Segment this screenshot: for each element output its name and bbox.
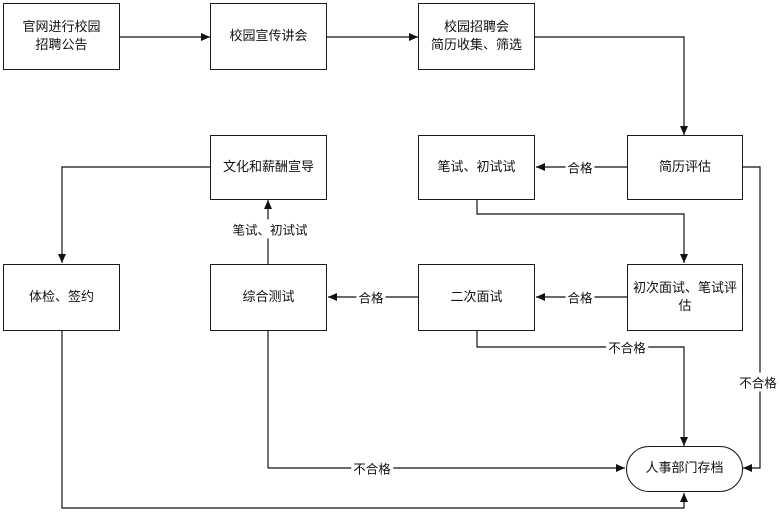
node-resume-collection: 校园招聘会 简历收集、筛选: [418, 3, 535, 70]
label-fail-resume: 不合格: [737, 372, 779, 392]
node-comprehensive-test: 综合测试: [210, 264, 327, 331]
node-hr-archive: 人事部门存档: [626, 446, 743, 492]
label-comprehensive-to-culture: 笔试、初试试: [230, 219, 310, 239]
node-medical-sign: 体检、签约: [3, 264, 120, 331]
label-fail-comprehensive: 不合格: [351, 458, 393, 478]
edge-second-fail: [476, 330, 688, 446]
node-second-interview: 二次面试: [418, 264, 535, 331]
edge-evaluation-fail: [742, 166, 761, 472]
node-official-site-notice: 官网进行校园 招聘公告: [3, 3, 120, 70]
edge-written-to-first-interview: [476, 199, 688, 263]
node-culture-salary-guidance: 文化和薪酬宣导: [210, 135, 327, 200]
label-pass-first-to-second: 合格: [565, 287, 595, 307]
node-first-interview-written-eval: 初次面试、笔试评估: [627, 264, 743, 331]
label-pass-second-to-comprehensive: 合格: [356, 287, 386, 307]
node-written-first-interview: 笔试、初试试: [418, 135, 535, 200]
edge-collection-to-evaluation: [534, 36, 688, 135]
label-fail-second: 不合格: [606, 337, 648, 357]
edge-medical-to-archive: [61, 330, 688, 509]
node-campus-seminar: 校园宣传讲会: [210, 3, 327, 70]
label-pass-eval-to-written: 合格: [565, 157, 595, 177]
node-resume-evaluation: 简历评估: [627, 135, 743, 200]
edge-culture-to-medical: [58, 166, 210, 263]
